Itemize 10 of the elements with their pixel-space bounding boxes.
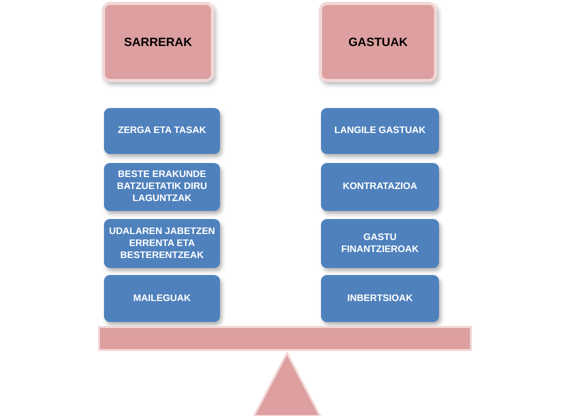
category-box: ZERGA ETA TASAK [104, 108, 220, 154]
category-box: KONTRATAZIOA [321, 163, 439, 211]
category-box: GASTU FINANTZIEROAK [321, 219, 439, 268]
category-box: MAILEGUAK [104, 275, 220, 322]
category-box: BESTE ERAKUNDE BATZUETATIK DIRU LAGUNTZAK [104, 163, 220, 211]
category-box: INBERTSIOAK [321, 275, 439, 322]
category-box: LANGILE GASTUAK [321, 108, 439, 154]
heading-box: GASTUAK [319, 2, 437, 82]
heading-box: SARRERAK [102, 2, 214, 82]
category-box: UDALAREN JABETZEN ERRENTA ETA BESTERENTZEAK [104, 219, 220, 268]
